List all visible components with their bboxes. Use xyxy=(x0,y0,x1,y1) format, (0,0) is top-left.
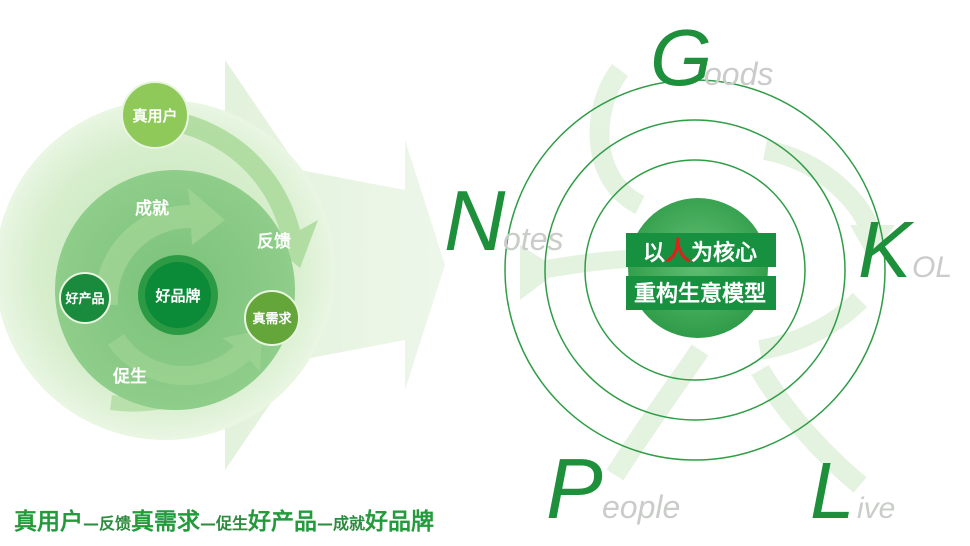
ring-middle xyxy=(544,119,846,421)
word-notes-rest: otes xyxy=(503,221,563,257)
node-top-label: 真用户 xyxy=(132,107,177,125)
word-live-rest: ive xyxy=(857,492,895,525)
flow-label-achieve: 成就 xyxy=(135,198,169,219)
core-label-bg-2 xyxy=(626,276,776,310)
node-right-label: 真需求 xyxy=(252,311,292,327)
gnkpl-model-diagram: 以人为核心 重构生意模型 G oods N otes K OL P eople … xyxy=(444,13,952,537)
node-left xyxy=(60,273,110,323)
tagline-dash-1: — xyxy=(83,514,99,533)
word-goods-rest: oods xyxy=(704,56,773,92)
flow-label-promote: 促生 xyxy=(112,366,147,387)
core-line1-highlight: 人 xyxy=(665,237,691,267)
label-people: P eople xyxy=(546,442,680,537)
left-cycle-diagram: 好品牌 真用户 真需求 好产品 成就 反馈 促生 xyxy=(0,60,445,470)
core-label-line2: 重构生意模型 xyxy=(634,281,766,307)
node-top xyxy=(122,82,188,148)
label-notes: N otes xyxy=(444,174,563,269)
core-disk xyxy=(628,198,768,338)
letter-g: G xyxy=(650,13,712,102)
tagline-promote: 促生 xyxy=(216,514,249,533)
tagline-good-product: 好产品 xyxy=(248,509,318,535)
node-top-ring xyxy=(121,81,189,149)
core-label-bg-1 xyxy=(626,233,776,267)
letter-n: N xyxy=(444,174,506,269)
flow-label-feedback: 反馈 xyxy=(257,231,291,252)
bottom-tagline: 真用户—反馈真需求—促生好产品—成就好品牌 xyxy=(14,502,434,536)
node-left-label: 好产品 xyxy=(64,291,104,307)
word-kol-rest: OL xyxy=(912,251,952,284)
tagline-good-brand: 好品牌 xyxy=(365,509,435,535)
node-right-ring xyxy=(244,290,300,346)
inner-cycle-arrow xyxy=(94,188,226,305)
core-line1-part-b: 为核心 xyxy=(691,240,757,266)
inner-cycle-arrow-lower xyxy=(108,330,262,386)
ring-inner xyxy=(584,159,806,381)
letter-l: L xyxy=(810,446,855,535)
ring-outer xyxy=(504,79,886,461)
letter-p: P xyxy=(546,442,603,537)
node-right xyxy=(245,291,299,345)
tagline-real-need: 真需求 xyxy=(131,509,201,535)
label-goods: G oods xyxy=(650,13,773,102)
center-node-label: 好品牌 xyxy=(154,287,200,305)
tagline-dash-2: — xyxy=(200,514,217,533)
label-kol: K OL xyxy=(858,205,952,294)
letter-k: K xyxy=(858,205,915,294)
core-label-line1: 以人为核心 xyxy=(643,237,757,267)
tagline-dash-3: — xyxy=(317,514,334,533)
tagline-real-user: 真用户 xyxy=(14,509,83,535)
core-line1-part-a: 以 xyxy=(643,241,665,266)
tagline-feedback: 反馈 xyxy=(99,514,132,533)
node-left-ring xyxy=(59,272,111,324)
center-node xyxy=(145,262,211,328)
tagline-achieve: 成就 xyxy=(333,514,366,533)
word-people-rest: eople xyxy=(602,489,680,525)
label-live: L ive xyxy=(810,446,895,535)
outer-cycle-arrow xyxy=(165,110,318,268)
